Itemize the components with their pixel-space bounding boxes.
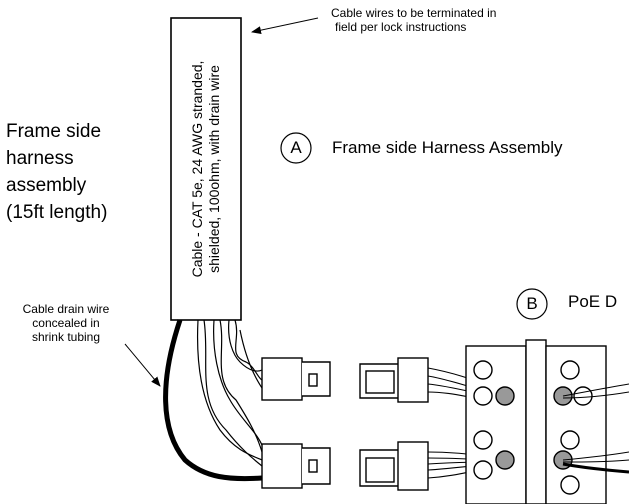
cable-note-arrow [251,17,319,35]
cable-spec-line1: Cable - CAT 5e, 24 AWG stranded, [189,60,205,278]
callout-a-letter: A [290,138,302,157]
cable-note-line2: field per lock instructions [335,20,467,34]
connector-lower [261,443,331,489]
drain-note-line2: concealed in [32,316,100,330]
terminal-block-right [545,345,607,504]
cable-note: Cable wires to be terminated in field pe… [331,6,496,34]
callout-b-letter: B [526,294,538,313]
frame-label-line4: (15ft length) [6,202,108,223]
terminal-separator [525,339,547,504]
cable-spec-line2: shielded, 100ohm, with drain wire [206,65,222,273]
frame-side-label: Frame side harness assembly (15ft length… [6,118,107,226]
terminal-wires-right [562,383,629,474]
callout-b-circle [516,288,548,320]
mating-connector-upper [359,357,429,403]
callout-a-title: Frame side Harness Assembly [332,138,563,157]
callout-a-circle [280,132,312,164]
mating-connector-lower [359,441,429,491]
frame-label-line2: harness [6,148,74,169]
twisted-pairs [196,319,263,467]
drain-note-arrow [124,343,161,387]
callout-b-title: PoE D [568,292,618,311]
cable-spec-label: Cable - CAT 5e, 24 AWG stranded, shielde… [171,18,241,320]
terminal-block-left [465,345,527,504]
drain-wire [163,319,263,482]
drain-note-line3: shrink tubing [31,330,101,344]
frame-label-line1: Frame side [6,121,102,142]
cable-body [170,17,242,321]
connector-upper [261,357,331,401]
frame-label-line3: assembly [6,175,87,196]
drain-note: Cable drain wire concealed in shrink tub… [6,302,126,344]
cable-note-line1: Cable wires to be terminated in [331,6,497,20]
drain-note-line1: Cable drain wire [22,302,110,316]
